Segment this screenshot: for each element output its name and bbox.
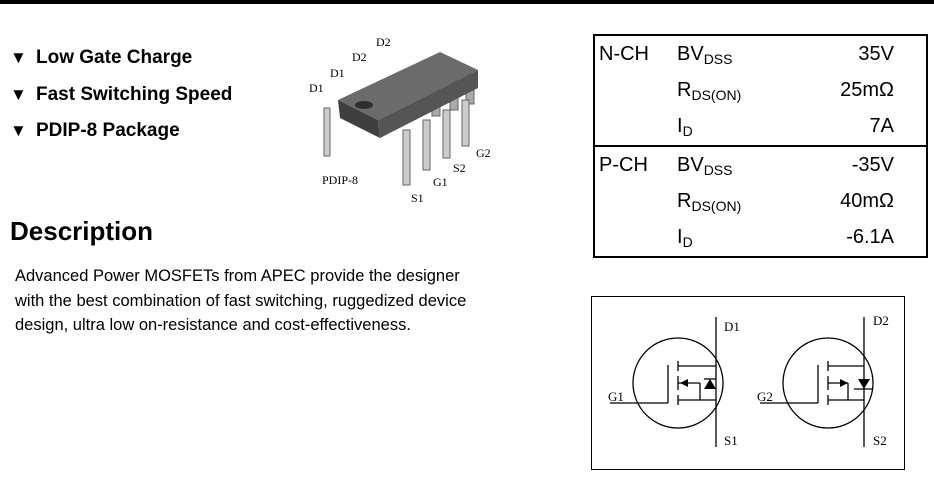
pch-diode-icon [858, 379, 870, 389]
label-s2: S2 [873, 433, 887, 448]
param-symbol: ID [677, 226, 693, 251]
pin-label-d2: D2 [376, 35, 391, 49]
down-triangle-icon: ▼ [10, 121, 27, 141]
pin-label-d1: D1 [309, 81, 324, 95]
down-triangle-icon: ▼ [10, 48, 27, 68]
down-triangle-icon: ▼ [10, 84, 27, 104]
param-symbol: BVDSS [677, 42, 733, 67]
spec-table: N-CH BVDSS 35V RDS(ON) 25mΩ ID 7A P-CH B… [593, 34, 928, 258]
package-illustration: D2 D2 D1 D1 G2 S2 G1 PDIP-8 S1 [300, 30, 500, 210]
param-value: 35V [858, 42, 894, 65]
package-name: PDIP-8 [322, 173, 359, 187]
pin-label-s2: S2 [453, 161, 466, 175]
nch-arrow-icon [680, 379, 688, 387]
description-body: Advanced Power MOSFETs from APEC provide… [15, 267, 467, 334]
pch-circle [782, 337, 874, 429]
table-row: P-CH BVDSS -35V [594, 145, 927, 183]
feature-list: ▼ Low Gate Charge ▼ Fast Switching Speed… [10, 40, 232, 150]
schematic-diagram: D1 G1 S1 D2 G2 S2 [591, 296, 905, 470]
param-value: -6.1A [846, 226, 894, 249]
label-d2: D2 [873, 313, 889, 328]
table-row: ID -6.1A [594, 219, 927, 257]
description-heading: Description [10, 216, 154, 246]
table-row: N-CH BVDSS 35V [594, 35, 927, 72]
mosfet-symbols [610, 317, 874, 447]
pin-label-d2: D2 [352, 50, 367, 64]
nch-diode-icon [704, 379, 716, 389]
channel-label: P-CH [599, 153, 648, 176]
table-row: ID 7A [594, 109, 927, 146]
pin-label-g1: G1 [433, 175, 448, 189]
param-value: 40mΩ [840, 189, 894, 212]
param-value: 25mΩ [840, 78, 894, 101]
feature-label: PDIP-8 Package [36, 120, 180, 142]
feature-label: Fast Switching Speed [36, 83, 233, 105]
param-symbol: BVDSS [677, 153, 733, 178]
label-s1: S1 [724, 433, 738, 448]
pin-label-g2: G2 [476, 146, 491, 160]
pin-label-d1: D1 [330, 66, 345, 80]
top-rule [0, 0, 934, 4]
param-value: -35V [851, 153, 894, 176]
feature-item: ▼ Low Gate Charge [10, 40, 232, 77]
param-symbol: RDS(ON) [677, 78, 742, 103]
table-row: RDS(ON) 25mΩ [594, 72, 927, 108]
param-symbol: ID [677, 115, 693, 140]
feature-item: ▼ Fast Switching Speed [10, 77, 232, 114]
nch-circle [632, 337, 724, 429]
feature-item: ▼ PDIP-8 Package [10, 113, 232, 150]
param-value: 7A [869, 115, 894, 138]
channel-label: N-CH [599, 42, 649, 65]
label-g2: G2 [757, 389, 773, 404]
table-row: RDS(ON) 40mΩ [594, 183, 927, 219]
pdip8-chip-image [323, 52, 478, 186]
pin-label-s1: S1 [411, 191, 424, 205]
pch-arrow-icon [840, 379, 848, 387]
feature-label: Low Gate Charge [36, 47, 193, 69]
label-g1: G1 [608, 389, 624, 404]
label-d1: D1 [724, 319, 740, 334]
param-symbol: RDS(ON) [677, 189, 742, 214]
